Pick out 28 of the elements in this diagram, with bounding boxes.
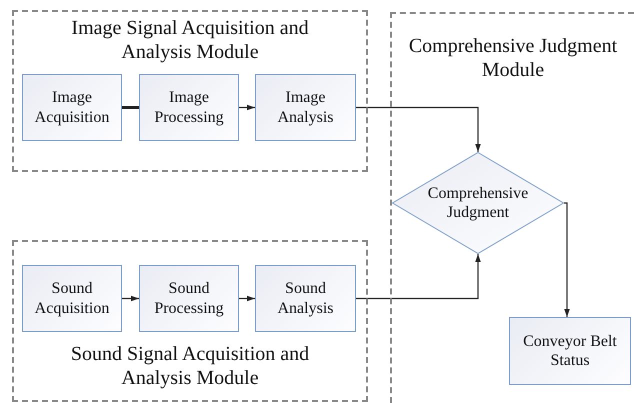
module-title: Sound Signal Acquisition and Analysis Module — [70, 342, 310, 390]
module-frame — [390, 12, 634, 403]
box-label: Image Processing — [153, 88, 225, 127]
module-title: Image Signal Acquisition and Analysis Module — [70, 16, 310, 64]
box-label: Sound Acquisition — [34, 279, 110, 318]
box-label: Sound Analysis — [276, 279, 334, 318]
box-label: Comprehensive Judgment — [426, 184, 530, 222]
process-box — [255, 74, 356, 141]
process-box — [509, 317, 631, 385]
module-title: Comprehensive Judgment Module — [408, 34, 618, 82]
box-label: Image Analysis — [276, 88, 334, 127]
process-box — [22, 265, 122, 332]
arrow — [239, 296, 255, 302]
arrow — [122, 296, 139, 302]
decision-diamond — [392, 152, 564, 254]
process-box — [255, 265, 356, 332]
box-label: Image Acquisition — [34, 88, 110, 127]
box-label: Sound Processing — [153, 279, 225, 318]
arrow — [356, 106, 481, 152]
box-label: Conveyor Belt Status — [522, 332, 618, 370]
arrow — [356, 254, 481, 300]
arrow — [564, 202, 570, 317]
process-box — [139, 265, 239, 332]
process-box — [22, 74, 122, 141]
arrow — [239, 104, 255, 110]
process-box — [139, 74, 239, 141]
module-frame — [12, 240, 368, 402]
module-frame — [12, 10, 368, 172]
